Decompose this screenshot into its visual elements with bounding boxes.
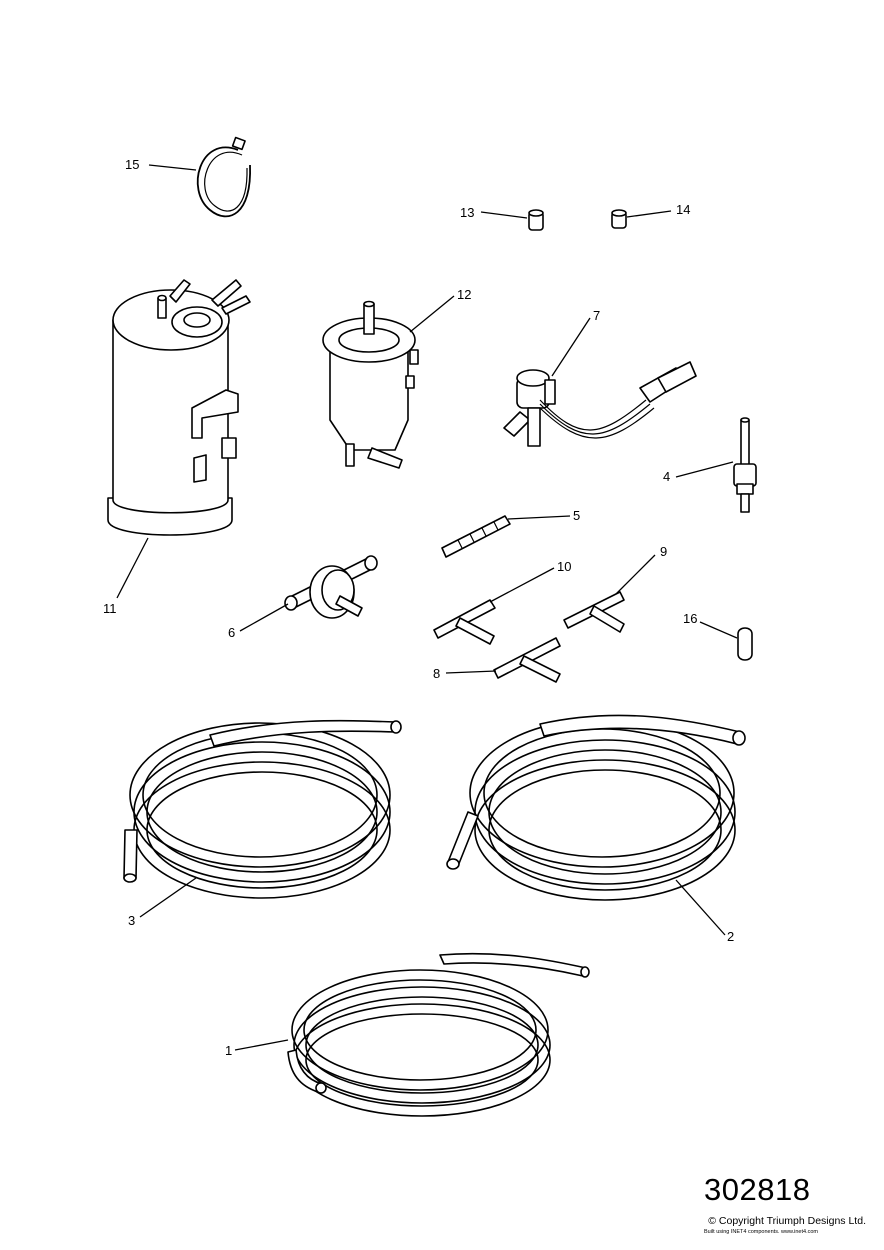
part-16-blanking-cap[interactable] — [737, 627, 753, 661]
part-11-charcoal-canister[interactable] — [107, 279, 251, 536]
callout-1: 1 — [225, 1043, 233, 1058]
copyright-notice: © Copyright Triumph Designs Ltd. — [708, 1215, 866, 1227]
callout-6: 6 — [228, 625, 236, 640]
callout-13: 13 — [460, 205, 475, 220]
part-5-straight-connector[interactable] — [441, 515, 511, 558]
part-8-t-piece[interactable] — [493, 637, 561, 683]
part-1-hose-coil[interactable] — [287, 952, 590, 1117]
callout-14: 14 — [676, 202, 691, 217]
callout-8: 8 — [433, 666, 441, 681]
callout-7: 7 — [593, 308, 601, 323]
leader-lines — [116, 164, 738, 1051]
part-12-filter-body[interactable] — [322, 300, 419, 469]
built-with-notice: Built using INET4 components. www.inet4.… — [703, 1229, 818, 1235]
callout-2: 2 — [727, 929, 735, 944]
part-4-inline-filter[interactable] — [733, 417, 757, 513]
callout-15: 15 — [125, 157, 140, 172]
callout-3: 3 — [128, 913, 136, 928]
part-3-hose-coil[interactable] — [123, 719, 402, 899]
part-13-cap[interactable] — [528, 209, 544, 231]
callout-12: 12 — [457, 287, 472, 302]
part-9-t-piece[interactable] — [563, 591, 625, 633]
drawing-number: 302818 — [704, 1172, 811, 1207]
callout-10: 10 — [557, 559, 572, 574]
part-10-t-piece[interactable] — [433, 599, 496, 645]
part-14-cap[interactable] — [611, 209, 627, 229]
part-6-purge-valve[interactable] — [284, 555, 378, 619]
part-2-hose-coil[interactable] — [446, 714, 746, 901]
callout-4: 4 — [663, 469, 671, 484]
callout-9: 9 — [660, 544, 668, 559]
callout-11: 11 — [103, 601, 117, 616]
callout-16: 16 — [683, 611, 698, 626]
callout-5: 5 — [573, 508, 581, 523]
part-15-band-clip[interactable] — [196, 136, 251, 218]
part-7-solenoid-valve[interactable] — [503, 361, 697, 447]
